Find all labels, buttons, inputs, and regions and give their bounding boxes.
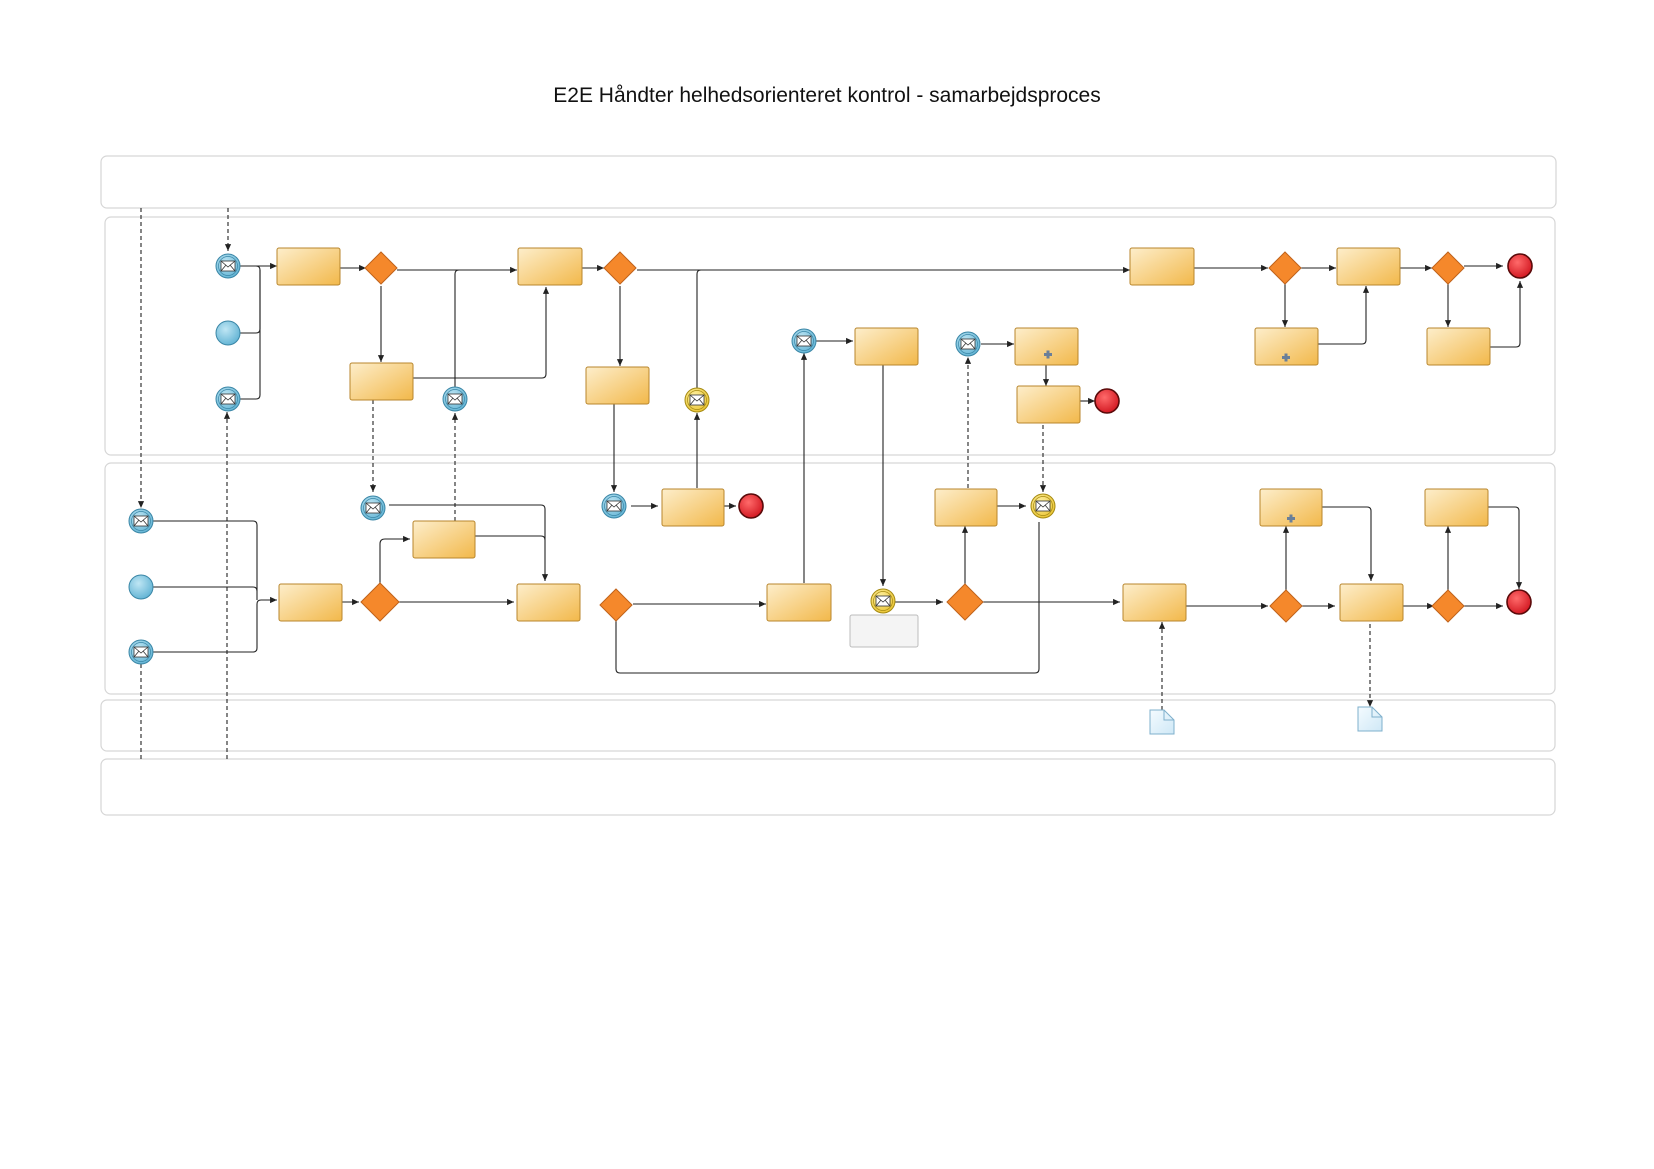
- end-event[interactable]: [738, 493, 764, 519]
- flow: [1484, 506, 1523, 589]
- task[interactable]: [516, 583, 581, 622]
- start-event[interactable]: [128, 574, 154, 600]
- envelope-icon: [606, 500, 622, 512]
- envelope-icon: [875, 595, 891, 607]
- envelope-icon: [220, 260, 236, 272]
- plus-icon: [1282, 353, 1290, 362]
- flow: [1318, 286, 1370, 345]
- document-icon[interactable]: [1357, 706, 1383, 732]
- subprocess-task[interactable]: [1254, 327, 1319, 366]
- envelope-icon: [796, 335, 812, 347]
- pool-4: [100, 699, 1556, 752]
- flow: [454, 269, 460, 388]
- message-catch-event[interactable]: [601, 493, 627, 519]
- task[interactable]: [276, 247, 341, 286]
- envelope-icon: [220, 393, 236, 405]
- subprocess-task[interactable]: [1259, 488, 1323, 527]
- document-icon[interactable]: [1149, 709, 1175, 735]
- plus-icon: [1044, 350, 1052, 359]
- task[interactable]: [349, 362, 414, 401]
- message-catch-events: [128, 253, 981, 665]
- task[interactable]: [1016, 385, 1081, 424]
- pool-5: [100, 758, 1556, 816]
- flow: [152, 520, 258, 600]
- flow: [1321, 506, 1375, 581]
- task[interactable]: [1426, 327, 1491, 366]
- flow: [152, 596, 277, 653]
- task[interactable]: [1336, 247, 1401, 286]
- message-catch-event[interactable]: [442, 386, 468, 412]
- start-events: [128, 320, 241, 600]
- message-throw-events: [684, 387, 1056, 614]
- message-catch-event[interactable]: [215, 253, 241, 279]
- task[interactable]: [661, 488, 725, 527]
- flow: [1481, 281, 1524, 348]
- message-catch-event[interactable]: [791, 328, 817, 354]
- flow: [379, 535, 410, 584]
- flow: [152, 586, 258, 592]
- flow: [615, 522, 1040, 674]
- message-catch-event[interactable]: [128, 639, 154, 665]
- message-catch-event[interactable]: [128, 508, 154, 534]
- envelope-icon: [133, 646, 149, 658]
- envelope-icon: [689, 394, 705, 406]
- envelope-icon: [365, 502, 381, 514]
- data-object-box: [849, 614, 919, 648]
- sequence-flows: [152, 262, 1524, 674]
- message-throw-event[interactable]: [684, 387, 710, 413]
- flow: [240, 270, 261, 400]
- task[interactable]: [1122, 583, 1187, 622]
- exclusive-gateway[interactable]: [946, 583, 984, 621]
- subprocess-markers: [1044, 350, 1295, 523]
- task[interactable]: [1129, 247, 1195, 286]
- exclusive-gateway[interactable]: [603, 251, 637, 285]
- pool-1: [100, 155, 1557, 209]
- data-objects: [1149, 706, 1383, 735]
- exclusive-gateway[interactable]: [1431, 251, 1465, 285]
- task[interactable]: [1339, 583, 1404, 622]
- exclusive-gateway[interactable]: [599, 588, 633, 622]
- task[interactable]: [517, 247, 583, 286]
- exclusive-gateway[interactable]: [1268, 251, 1302, 285]
- envelope-icon: [133, 515, 149, 527]
- message-catch-event[interactable]: [955, 331, 981, 357]
- envelope-icon: [960, 338, 976, 350]
- pool-3: [104, 462, 1556, 695]
- end-event[interactable]: [1506, 589, 1532, 615]
- end-events: [738, 253, 1533, 615]
- end-event[interactable]: [1094, 388, 1120, 414]
- tasks: [276, 247, 1491, 648]
- envelope-icon: [447, 393, 463, 405]
- exclusive-gateway[interactable]: [1431, 589, 1465, 623]
- flow: [696, 269, 702, 388]
- exclusive-gateway[interactable]: [360, 582, 400, 622]
- diagram-title: E2E Håndter helhedsorienteret kontrol - …: [553, 84, 1101, 107]
- plus-icon: [1287, 514, 1295, 523]
- end-event[interactable]: [1507, 253, 1533, 279]
- gateways: [360, 251, 1465, 623]
- task[interactable]: [934, 488, 998, 527]
- message-throw-event[interactable]: [870, 588, 896, 614]
- flow: [389, 504, 546, 540]
- task[interactable]: [585, 366, 650, 405]
- task[interactable]: [412, 520, 476, 559]
- envelope-icon: [1035, 500, 1051, 512]
- message-catch-event[interactable]: [215, 386, 241, 412]
- task[interactable]: [854, 327, 919, 366]
- start-event[interactable]: [215, 320, 241, 346]
- task[interactable]: [766, 583, 832, 622]
- message-throw-event[interactable]: [1030, 493, 1056, 519]
- exclusive-gateway[interactable]: [364, 251, 398, 285]
- message-catch-event[interactable]: [360, 495, 386, 521]
- task[interactable]: [278, 583, 343, 622]
- exclusive-gateway[interactable]: [1269, 589, 1303, 623]
- flow: [413, 287, 550, 379]
- task[interactable]: [1424, 488, 1489, 527]
- task[interactable]: [1014, 327, 1079, 366]
